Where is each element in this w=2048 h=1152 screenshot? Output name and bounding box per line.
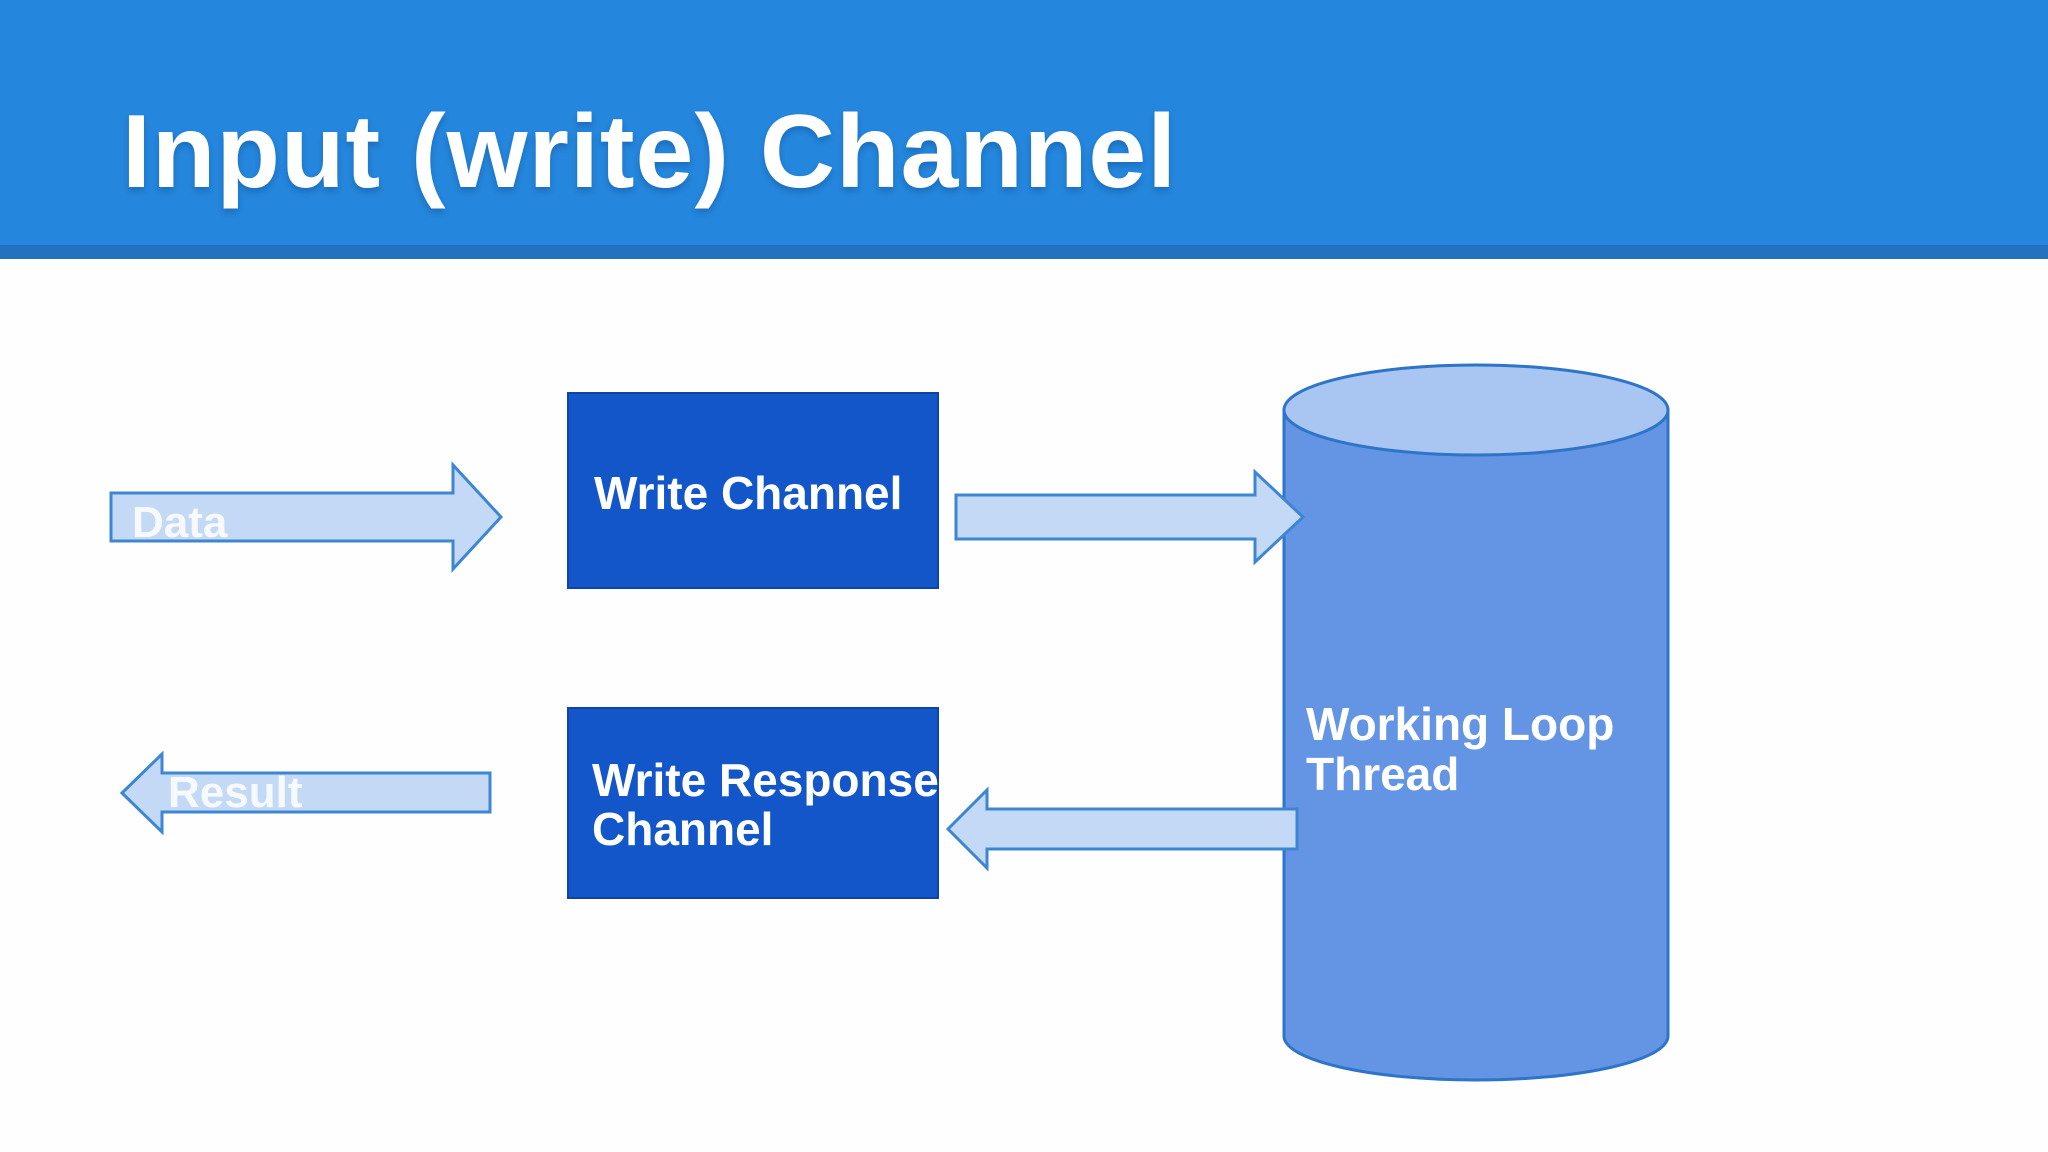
result-arrow-label: Result: [168, 768, 303, 817]
to-thread-arrow-shape: [954, 468, 1306, 566]
data-arrow-shape: [109, 461, 504, 573]
slide-title: Input (write) Channel: [122, 94, 1178, 210]
slide-header: Input (write) Channel: [0, 0, 2048, 245]
write-channel-label: Write Channel: [594, 467, 902, 519]
cylinder-label-line2: Thread: [1306, 748, 1459, 800]
write-response-channel-rect: [567, 707, 939, 899]
cylinder-body: [1282, 408, 1670, 1082]
working-loop-thread-cylinder: Working Loop Thread: [1282, 363, 1670, 1082]
cylinder-label-line1: Working Loop: [1306, 698, 1614, 750]
data-arrow: Data: [109, 461, 504, 573]
result-arrow: Result: [119, 750, 492, 836]
data-arrow-label: Data: [132, 498, 228, 547]
result-arrow-shape: [119, 750, 492, 836]
from-thread-arrow: [945, 786, 1299, 872]
write-response-channel-label-line1: Write Response: [592, 754, 939, 806]
to-thread-arrow: [954, 468, 1306, 566]
write-channel-rect: [567, 392, 939, 589]
cylinder-top: [1282, 363, 1670, 457]
write-channel-box: Write Channel: [567, 392, 939, 589]
write-response-channel-label-line2: Channel: [592, 803, 773, 855]
from-thread-arrow-shape: [945, 786, 1299, 872]
write-response-channel-box: Write Response Channel: [567, 707, 939, 899]
header-accent-strip: [0, 245, 2048, 259]
